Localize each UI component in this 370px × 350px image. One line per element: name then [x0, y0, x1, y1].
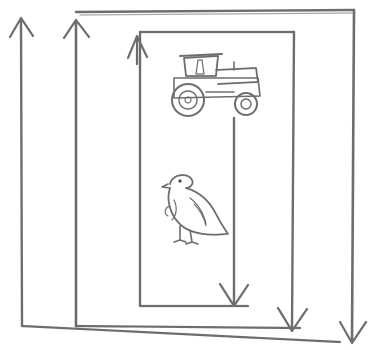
outer-spiral-path	[10, 18, 340, 342]
outer-left-line	[21, 20, 22, 326]
bird-icon	[162, 175, 228, 244]
right-line	[352, 10, 354, 340]
tractor-icon	[172, 54, 260, 116]
top-line	[76, 10, 354, 12]
third-right-line	[292, 32, 294, 328]
second-loop-path	[64, 10, 366, 343]
third-loop-path	[140, 32, 307, 331]
top-line-double	[80, 13, 352, 15]
second-bottom-line	[76, 326, 300, 328]
